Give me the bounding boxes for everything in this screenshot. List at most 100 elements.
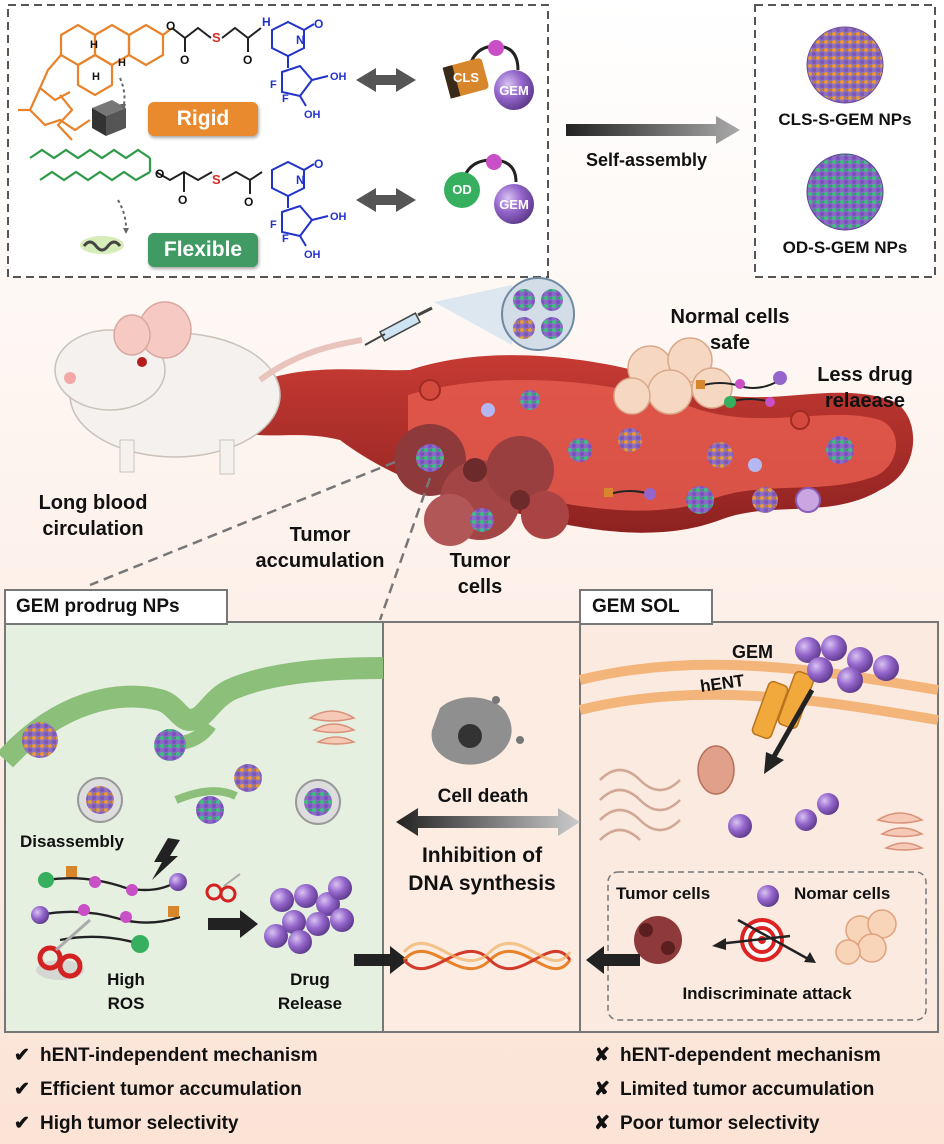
- gem-chip-label-2: GEM: [499, 197, 529, 212]
- h-atom-2: H: [118, 57, 126, 69]
- check-icon: ✔: [14, 1079, 30, 1100]
- od-s-gem-nps-label: OD-S-GEM NPs: [782, 238, 908, 257]
- normal-cells-icon: [835, 909, 897, 965]
- cls-s-gem-np-sphere: [806, 26, 884, 104]
- target-icon: [712, 918, 816, 963]
- tumor-cells-label-1: Tumor: [449, 550, 511, 572]
- flexible-label: Flexible: [148, 233, 258, 267]
- cholesterol-structure: [18, 23, 173, 132]
- golgi-icon-left: [308, 710, 357, 745]
- dna-helix-icon: [402, 941, 572, 971]
- gem-prodrug-nps-tab: GEM prodrug NPs: [16, 596, 180, 617]
- prodrug-structures-box: [7, 4, 549, 278]
- to-dna-arrow-right: [586, 946, 640, 974]
- o-atom-2: O: [180, 53, 189, 67]
- released-gem-cluster: [264, 876, 354, 954]
- o-atom-1: O: [166, 19, 175, 33]
- od-chip-label: OD: [452, 182, 472, 197]
- rigid-cube-icon: [92, 100, 126, 136]
- gem-chip-label-1: GEM: [499, 83, 529, 98]
- drawback-item-1: ✘ hENT-dependent mechanism: [594, 1044, 881, 1067]
- h-atom-1: H: [90, 39, 98, 51]
- transport-arrowhead: [764, 752, 784, 774]
- vessel-nanoparticles: [416, 379, 854, 532]
- transport-arrow: [769, 688, 815, 762]
- oh-group-2: OH: [304, 109, 321, 121]
- tumor-cells-icon: [634, 916, 682, 964]
- safe-label: safe: [709, 332, 751, 354]
- high-ros-label-2: ROS: [107, 994, 145, 1013]
- tumor-accumulation-label-1: Tumor: [289, 524, 351, 546]
- tumor-accumulation-label-2: accumulation: [255, 550, 385, 572]
- cell-death-label: Cell death: [437, 786, 529, 807]
- normal-cells-label: Normal cells: [670, 306, 790, 328]
- cls-gem-cartoon: [442, 40, 534, 110]
- right-panel-tab-bg: [579, 589, 713, 625]
- s-atom-top: S: [212, 30, 221, 45]
- disassembly-label: Disassembly: [20, 832, 124, 851]
- benefit-text-2: Efficient tumor accumulation: [40, 1079, 302, 1100]
- inhibition-label-2: DNA synthesis: [408, 872, 556, 895]
- linker-structure-top: [171, 26, 262, 52]
- inhibition-label-1: Inhibition of: [421, 844, 543, 867]
- oh-group-3: OH: [330, 211, 347, 223]
- syringe-icon: [364, 306, 433, 346]
- cross-icon: ✘: [594, 1079, 610, 1100]
- nomar-cells-label: Nomar cells: [794, 884, 891, 903]
- o-atom-3: O: [243, 53, 252, 67]
- f-atom-1: F: [270, 79, 277, 91]
- mouse-illustration: [54, 301, 363, 475]
- gem-cluster-right: [728, 635, 899, 838]
- cell-membrane-left: [0, 657, 384, 768]
- drawback-text-1: hENT-dependent mechanism: [620, 1045, 881, 1066]
- dead-cell-icon: [431, 696, 524, 765]
- f-atom-3: F: [270, 219, 277, 231]
- cross-icon: ✘: [594, 1045, 610, 1066]
- f-atom-4: F: [282, 233, 289, 245]
- oh-group-4: OH: [304, 249, 321, 261]
- disassembly-arrow: [152, 838, 180, 880]
- cls-chip-label: CLS: [453, 70, 479, 85]
- n-atom-2: N: [296, 33, 305, 47]
- gemcitabine-structure-top: [271, 20, 329, 107]
- less-drug-label-1: Less drug: [817, 364, 913, 386]
- dashed-arrow-rigid: [119, 77, 126, 105]
- o-atom-6: O: [178, 193, 187, 207]
- o-atom-5: O: [155, 167, 164, 181]
- double-arrow-center: [396, 808, 580, 836]
- left-panel-nps: [22, 722, 341, 825]
- h-atom-3: H: [92, 71, 100, 83]
- self-assembly-label: Self-assembly: [586, 150, 708, 170]
- magnified-nps: [513, 289, 563, 339]
- equivalence-arrow-top: [356, 68, 416, 92]
- octadecyl-structure: [29, 148, 152, 182]
- benefit-text-1: hENT-independent mechanism: [40, 1045, 318, 1066]
- gem-label-right: GEM: [732, 642, 774, 662]
- o-atom-7: O: [244, 195, 253, 209]
- drawback-text-3: Poor tumor selectivity: [620, 1113, 820, 1134]
- high-ros-label-1: High: [107, 970, 145, 989]
- drawback-item-2: ✘ Limited tumor accumulation: [594, 1078, 874, 1101]
- long-blood-label-2: circulation: [42, 518, 144, 540]
- endosome-membrane-fragment: [174, 787, 238, 804]
- release-arrow: [208, 910, 258, 938]
- dashed-connector-right: [378, 477, 432, 621]
- tumor-cells-label-2: cells: [457, 576, 503, 598]
- check-icon: ✔: [14, 1113, 30, 1134]
- oh-group-1: OH: [330, 71, 347, 83]
- prodrug-beads-left: [31, 866, 187, 953]
- f-atom-2: F: [282, 93, 289, 105]
- flexible-chain-icon: [80, 236, 124, 254]
- s-atom-bottom: S: [212, 172, 221, 187]
- magnify-beam: [434, 285, 512, 345]
- n-atom-1: H: [262, 15, 271, 29]
- dashed-connector-left: [89, 460, 396, 587]
- n-atom-3: N: [296, 173, 305, 187]
- benefit-text-3: High tumor selectivity: [40, 1113, 239, 1134]
- benefit-item-1: ✔hENT-independent mechanism: [14, 1044, 318, 1067]
- gem-sol-tab: GEM SOL: [592, 596, 680, 617]
- drug-release-label-2: Release: [277, 994, 343, 1013]
- long-blood-label-1: Long blood: [38, 492, 148, 514]
- drawback-text-2: Limited tumor accumulation: [620, 1079, 875, 1100]
